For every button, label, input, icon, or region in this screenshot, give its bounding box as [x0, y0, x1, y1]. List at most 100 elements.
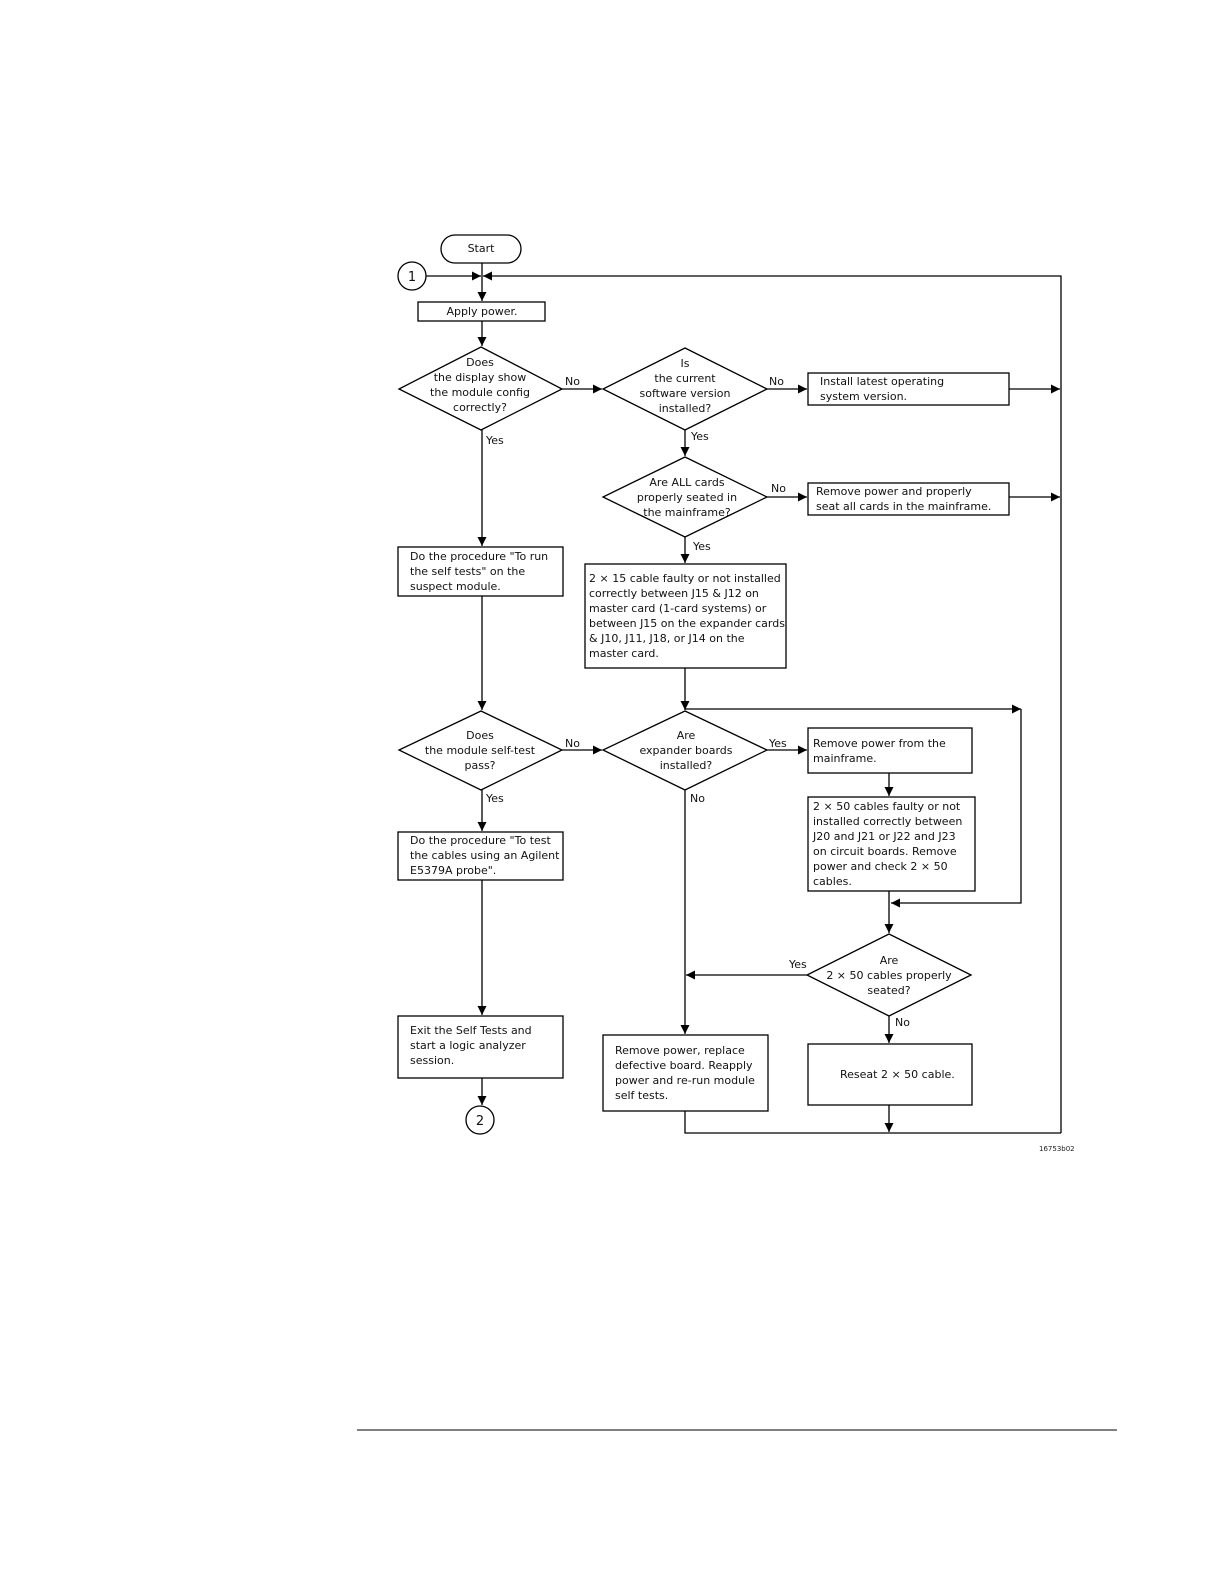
text-line: between J15 on the expander cards — [589, 617, 785, 630]
flow-lines — [426, 263, 1062, 1134]
text-line: master card (1-card systems) or — [589, 602, 767, 615]
text-line: on circuit boards. Remove — [813, 845, 957, 858]
label-self-test-yes: Yes — [485, 792, 504, 805]
connector-2: 2 — [465, 1105, 495, 1135]
text-line: session. — [410, 1054, 454, 1067]
text-line: Is — [681, 357, 690, 370]
text-line: Reseat 2 × 50 cable. — [840, 1068, 955, 1081]
process-apply-power: Apply power. — [417, 301, 546, 322]
text-line: the self tests" on the — [410, 565, 525, 578]
text-line: pass? — [464, 759, 495, 772]
process-run-self-tests: Do the procedure "To run the self tests" … — [397, 546, 564, 597]
svg-text:2 × 15 cable faulty or not ins: 2 × 15 cable faulty or not installed corr… — [589, 572, 785, 660]
connector-1: 1 — [397, 261, 427, 291]
text-line: the current — [654, 372, 716, 385]
line-replace-board-to-loop — [684, 1111, 1061, 1134]
label-software-yes: Yes — [690, 430, 709, 443]
label-cables-yes: Yes — [788, 958, 807, 971]
text-line: Are — [880, 954, 899, 967]
process-reseat-cable: Reseat 2 × 50 cable. — [807, 1043, 973, 1106]
text-line: installed? — [660, 759, 713, 772]
text-line: power and check 2 × 50 — [813, 860, 948, 873]
connector-1-label: 1 — [408, 270, 416, 285]
line-bypass-return — [891, 709, 1022, 908]
text-line: Apply power. — [446, 305, 517, 318]
label-display-no: No — [565, 375, 580, 388]
process-test-cables: Do the procedure "To test the cables usin… — [397, 831, 564, 881]
text-line: correctly? — [453, 401, 507, 414]
text-line: Does — [466, 356, 494, 369]
label-software-no: No — [769, 375, 784, 388]
text-line: the cables using an Agilent — [410, 849, 560, 862]
process-remove-power-seat-cards: Remove power and properly seat all cards … — [807, 482, 1010, 516]
text-line: correctly between J15 & J12 on — [589, 587, 759, 600]
decision-expander-boards: Are expander boards installed? — [601, 710, 769, 791]
text-line: Do the procedure "To run — [410, 550, 548, 563]
text-line: mainframe. — [813, 752, 877, 765]
decision-display-config: Does the display show the module config cor… — [397, 346, 564, 431]
text-line: the module self-test — [425, 744, 536, 757]
text-line: 2 × 15 cable faulty or not installed — [589, 572, 781, 585]
decision-self-test-pass: Does the module self-test pass? — [397, 710, 564, 791]
text-line: Remove power, replace — [615, 1044, 745, 1057]
text-line: suspect module. — [410, 580, 501, 593]
text-line: seated? — [867, 984, 910, 997]
figure-id: 16753b02 — [1039, 1145, 1075, 1153]
text-line: defective board. Reapply — [615, 1059, 753, 1072]
text-line: seat all cards in the mainframe. — [816, 500, 991, 513]
text-line: properly seated in — [637, 491, 737, 504]
process-replace-board: Remove power, replace defective board. Re… — [602, 1034, 769, 1112]
text-line: Remove power and properly — [816, 485, 972, 498]
label-expander-yes: Yes — [768, 737, 787, 750]
text-line: Do the procedure "To test — [410, 834, 552, 847]
text-line: master card. — [589, 647, 659, 660]
text-line: the display show — [434, 371, 527, 384]
label-cables-no: No — [895, 1016, 910, 1029]
process-2x15-cable: 2 × 15 cable faulty or not installed corr… — [584, 563, 787, 669]
text-line: self tests. — [615, 1089, 668, 1102]
text-line: Does — [466, 729, 494, 742]
text-line: Are — [677, 729, 696, 742]
decision-cables-seated: Are 2 × 50 cables properly seated? — [805, 933, 973, 1017]
label-cards-no: No — [771, 482, 786, 495]
process-exit-self-tests: Exit the Self Tests and start a logic ana… — [397, 1015, 564, 1079]
start-terminator: Start — [440, 234, 522, 264]
start-label: Start — [468, 242, 496, 255]
text-line: the mainframe? — [643, 506, 731, 519]
text-line: cables. — [813, 875, 852, 888]
process-remove-power-mainframe: Remove power from the mainframe. — [807, 727, 973, 774]
text-line: Remove power from the — [813, 737, 946, 750]
text-line: start a logic analyzer — [410, 1039, 526, 1052]
decision-cards-seated: Are ALL cards properly seated in the mainf… — [601, 456, 769, 538]
text-line: the module config — [430, 386, 530, 399]
label-display-yes: Yes — [485, 434, 504, 447]
text-line: power and re-run module — [615, 1074, 755, 1087]
connector-2-label: 2 — [476, 1114, 484, 1129]
text-line: Are ALL cards — [649, 476, 724, 489]
text-line: installed? — [659, 402, 712, 415]
label-expander-no: No — [690, 792, 705, 805]
text-line: & J10, J11, J18, or J14 on the — [589, 632, 745, 645]
line-loop-return — [483, 271, 1062, 1133]
svg-text:Apply power.: Apply power. — [446, 305, 517, 318]
text-line: expander boards — [639, 744, 732, 757]
text-line: 2 × 50 cables properly — [826, 969, 952, 982]
svg-text:Reseat 2 × 50 cable.: Reseat 2 × 50 cable. — [840, 1068, 955, 1081]
text-line: Exit the Self Tests and — [410, 1024, 532, 1037]
